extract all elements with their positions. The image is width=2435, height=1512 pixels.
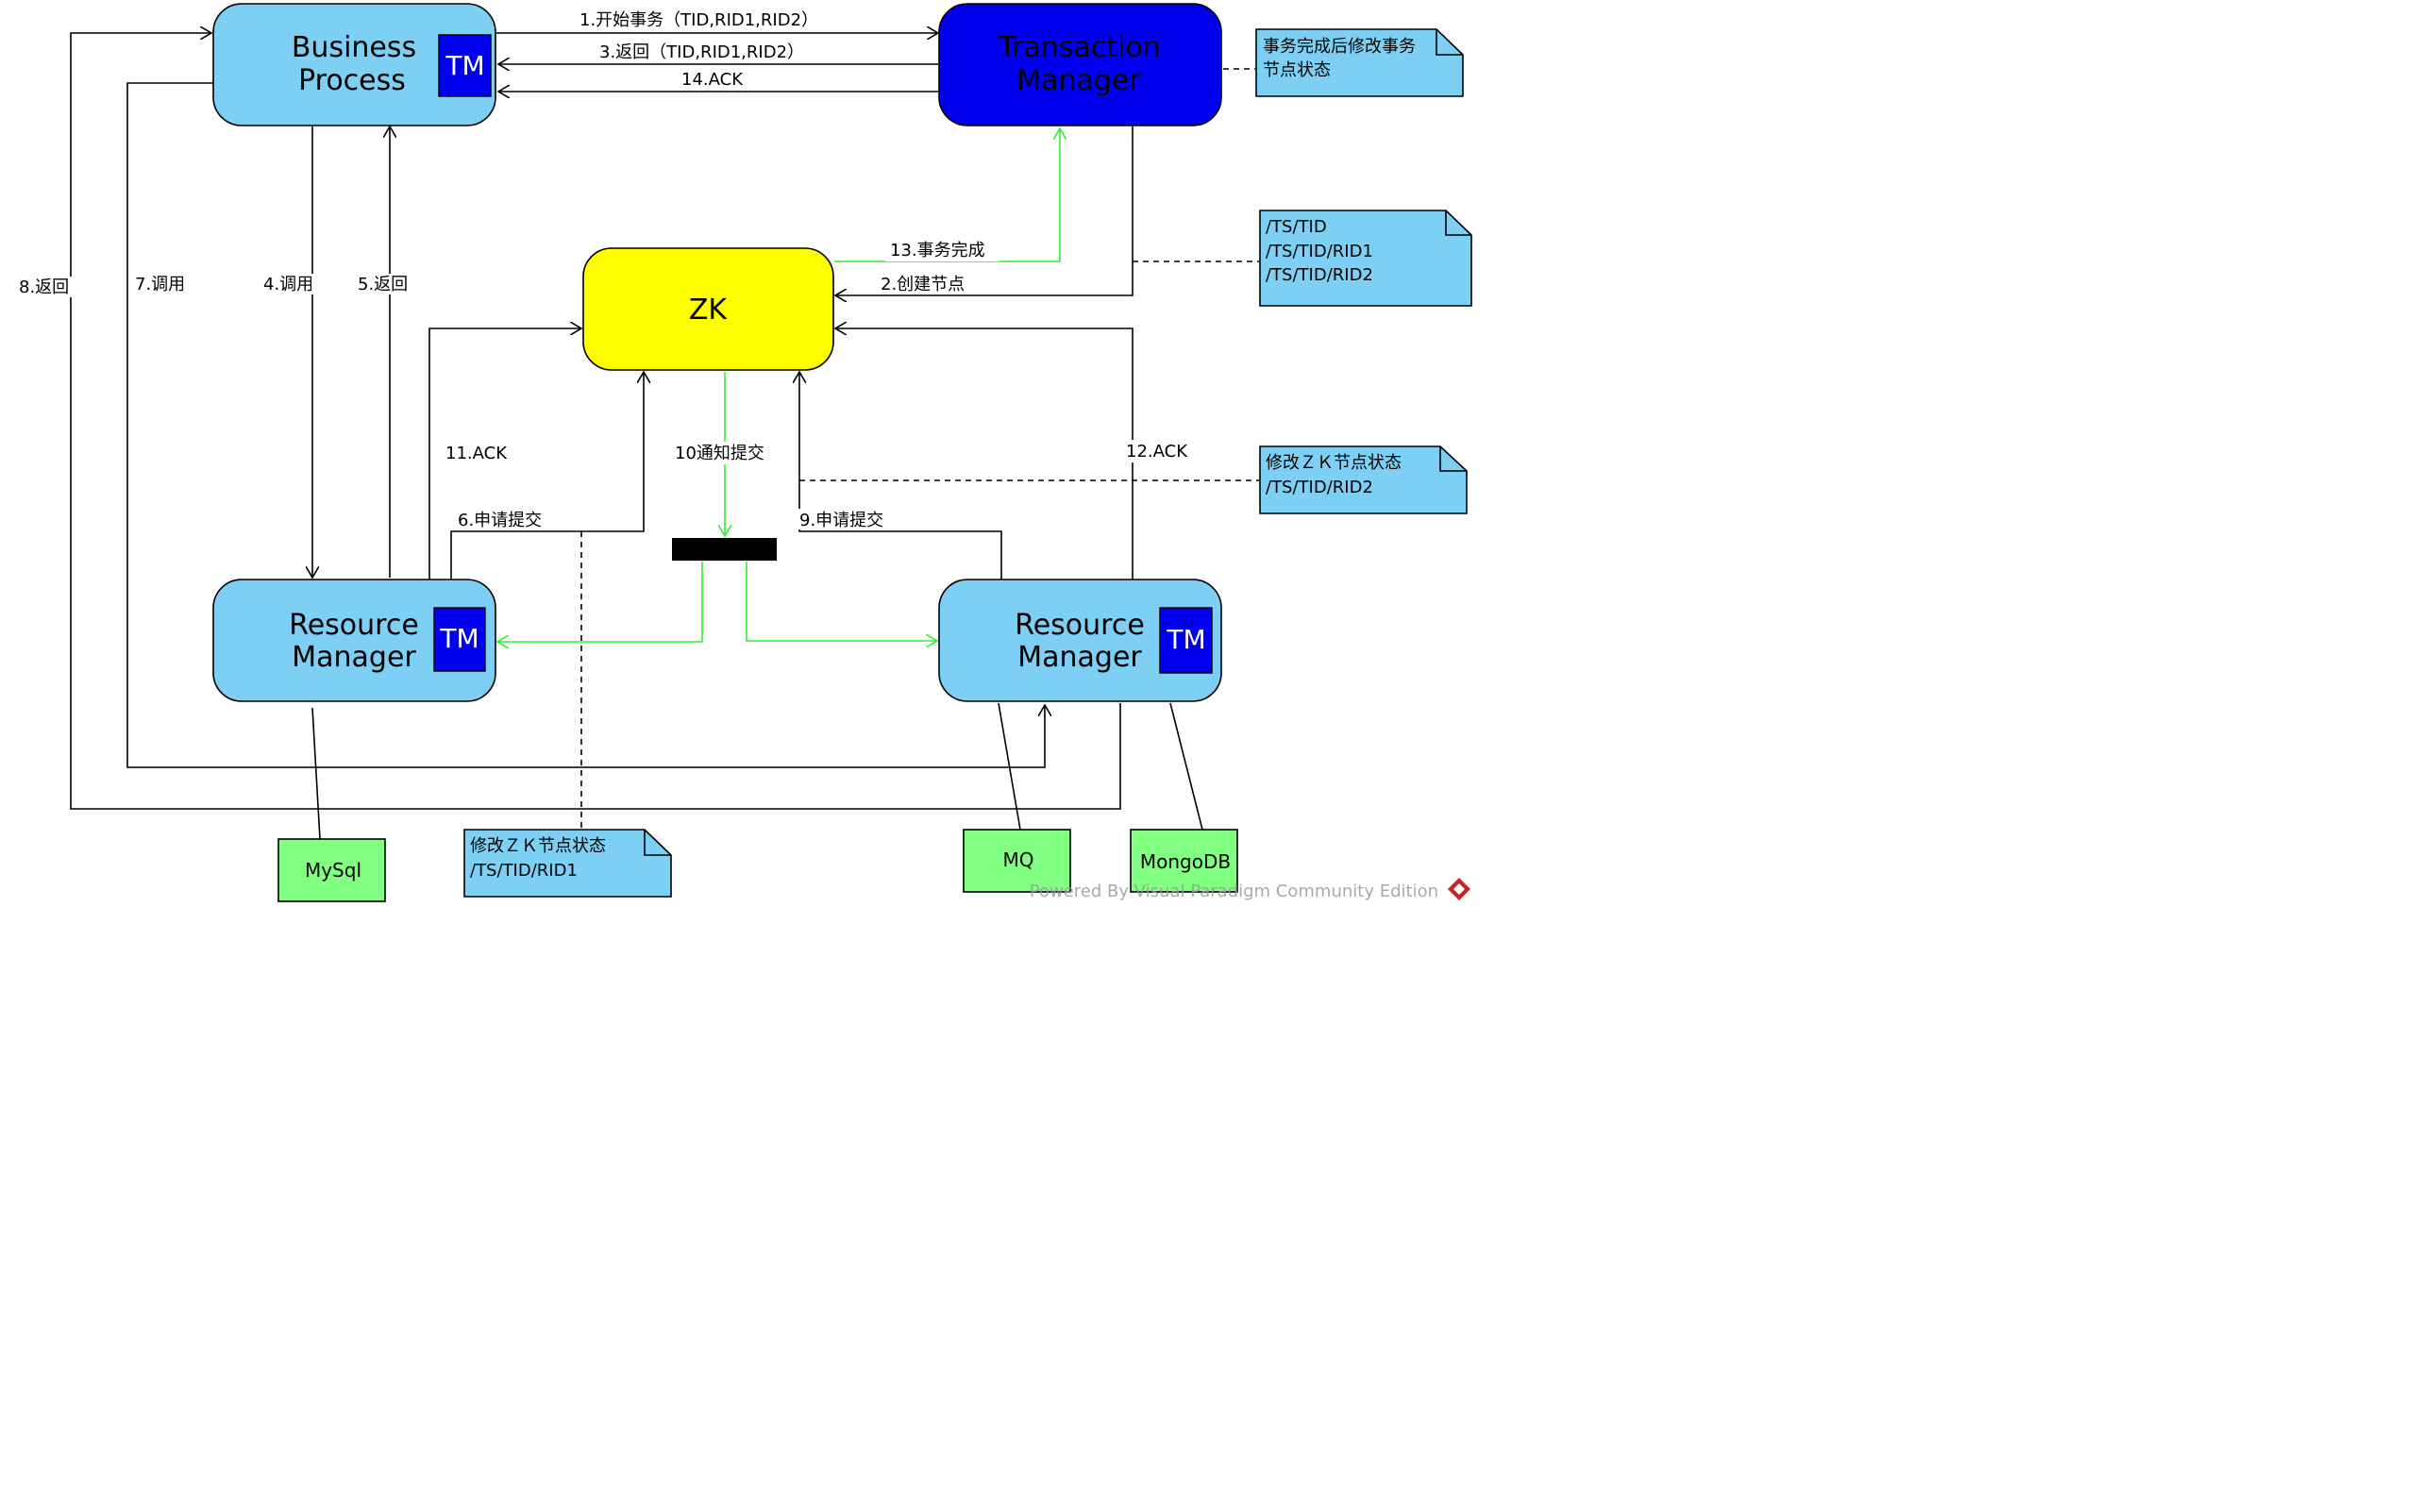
tm-note[interactable]: 事务完成后修改事务 节点状态 bbox=[1255, 28, 1464, 97]
mq-node[interactable]: MQ bbox=[963, 829, 1071, 893]
tm-note-line2: 节点状态 bbox=[1263, 60, 1331, 80]
rid1-note-line1: 修改ＺＫ节点状态 bbox=[470, 836, 606, 856]
tm-note-line1: 事务完成后修改事务 bbox=[1263, 37, 1416, 57]
connectors bbox=[70, 33, 1203, 840]
mongodb-link bbox=[1169, 702, 1203, 831]
mongodb-label: MongoDB bbox=[1140, 850, 1231, 873]
edge-6-line bbox=[450, 372, 644, 580]
rid2-note-line2: /TS/TID/RID2 bbox=[1266, 478, 1373, 497]
watermark-text: Powered By Visual Paradigm Community Edi… bbox=[1030, 882, 1438, 901]
rid2-note-line1: 修改ＺＫ节点状态 bbox=[1266, 453, 1402, 473]
business-process-title-line1: Business bbox=[292, 31, 416, 64]
diagram-canvas: Business Process TM Transaction Manager … bbox=[15, 3, 1472, 902]
fork-bar bbox=[672, 538, 777, 561]
edge-7-line bbox=[126, 82, 1045, 768]
rm-right-tm-label: TM bbox=[1166, 624, 1205, 655]
zk-label: ZK bbox=[689, 294, 729, 327]
edge-6-label: 6.申请提交 bbox=[458, 511, 542, 530]
mysql-link bbox=[311, 707, 321, 840]
edge-3-label: 3.返回（TID,RID1,RID2） bbox=[599, 42, 804, 62]
edge-7-label: 7.调用 bbox=[135, 275, 185, 294]
fork-left-line bbox=[497, 562, 703, 642]
rm-left-title-line2: Manager bbox=[292, 641, 416, 674]
business-process-tm-badge: TM bbox=[438, 34, 492, 97]
visual-paradigm-logo-icon bbox=[1448, 878, 1470, 900]
note-anchors bbox=[580, 68, 1259, 830]
edge-8-line bbox=[70, 33, 1121, 810]
edge-9-line bbox=[799, 372, 1002, 580]
fork-right-line bbox=[746, 562, 937, 641]
zk-nodes-note-line3: /TS/TID/RID2 bbox=[1266, 265, 1373, 285]
zk-nodes-note[interactable]: /TS/TID /TS/TID/RID1 /TS/TID/RID2 bbox=[1259, 210, 1472, 307]
rm-left-title-line1: Resource bbox=[289, 609, 419, 642]
rid2-note[interactable]: 修改ＺＫ节点状态 /TS/TID/RID2 bbox=[1259, 445, 1468, 514]
edge-5-label: 5.返回 bbox=[358, 275, 408, 294]
edge-10-label: 10通知提交 bbox=[675, 444, 764, 463]
transaction-manager-node[interactable]: Transaction Manager bbox=[938, 3, 1222, 126]
transaction-manager-title-line2: Manager bbox=[1016, 64, 1141, 97]
zk-nodes-note-line2: /TS/TID/RID1 bbox=[1266, 242, 1373, 261]
edge-8-label: 8.返回 bbox=[19, 277, 69, 297]
zk-nodes-note-line1: /TS/TID bbox=[1266, 217, 1327, 237]
edge-2-label: 2.创建节点 bbox=[881, 275, 965, 294]
mq-link bbox=[998, 702, 1021, 831]
rm-left-tm-label: TM bbox=[439, 623, 479, 654]
edge-9-label: 9.申请提交 bbox=[799, 511, 883, 530]
rm-right-tm-badge: TM bbox=[1159, 607, 1213, 674]
edge-13-label: 13.事务完成 bbox=[890, 241, 985, 260]
transaction-diagram: Business Process TM Transaction Manager … bbox=[0, 0, 1476, 906]
business-process-tm-label: TM bbox=[445, 50, 484, 81]
edge-14-label: 14.ACK bbox=[681, 70, 744, 90]
edge-4-label: 4.调用 bbox=[263, 275, 313, 294]
rm-right-title-line2: Manager bbox=[1017, 641, 1142, 674]
edge-1-label: 1.开始事务（TID,RID1,RID2） bbox=[579, 10, 818, 30]
rm-right-title-line1: Resource bbox=[1015, 609, 1145, 642]
mysql-label: MySql bbox=[305, 859, 361, 882]
business-process-title-line2: Process bbox=[298, 64, 406, 97]
mq-label: MQ bbox=[1003, 848, 1034, 871]
resource-manager-right-node[interactable]: Resource Manager TM bbox=[938, 579, 1222, 702]
rm-left-tm-badge: TM bbox=[433, 607, 486, 672]
mysql-node[interactable]: MySql bbox=[277, 838, 386, 902]
edge-2-line bbox=[835, 126, 1134, 295]
mongodb-node[interactable]: MongoDB bbox=[1130, 829, 1238, 893]
business-process-node[interactable]: Business Process TM bbox=[212, 3, 496, 126]
zk-node[interactable]: ZK bbox=[582, 247, 834, 371]
edge-12-label: 12.ACK bbox=[1126, 442, 1188, 462]
resource-manager-left-node[interactable]: Resource Manager TM bbox=[212, 579, 496, 702]
edge-12-line bbox=[835, 328, 1134, 580]
edge-11-label: 11.ACK bbox=[445, 444, 508, 463]
edge-labels: 1.开始事务（TID,RID1,RID2） 3.返回（TID,RID1,RID2… bbox=[15, 9, 1200, 530]
rid1-note-line2: /TS/TID/RID1 bbox=[470, 861, 578, 881]
edge-11-line bbox=[428, 328, 581, 580]
rid1-note[interactable]: 修改ＺＫ节点状态 /TS/TID/RID1 bbox=[463, 829, 672, 898]
transaction-manager-title-line1: Transaction bbox=[998, 31, 1161, 64]
watermark: Powered By Visual Paradigm Community Edi… bbox=[1030, 878, 1470, 901]
